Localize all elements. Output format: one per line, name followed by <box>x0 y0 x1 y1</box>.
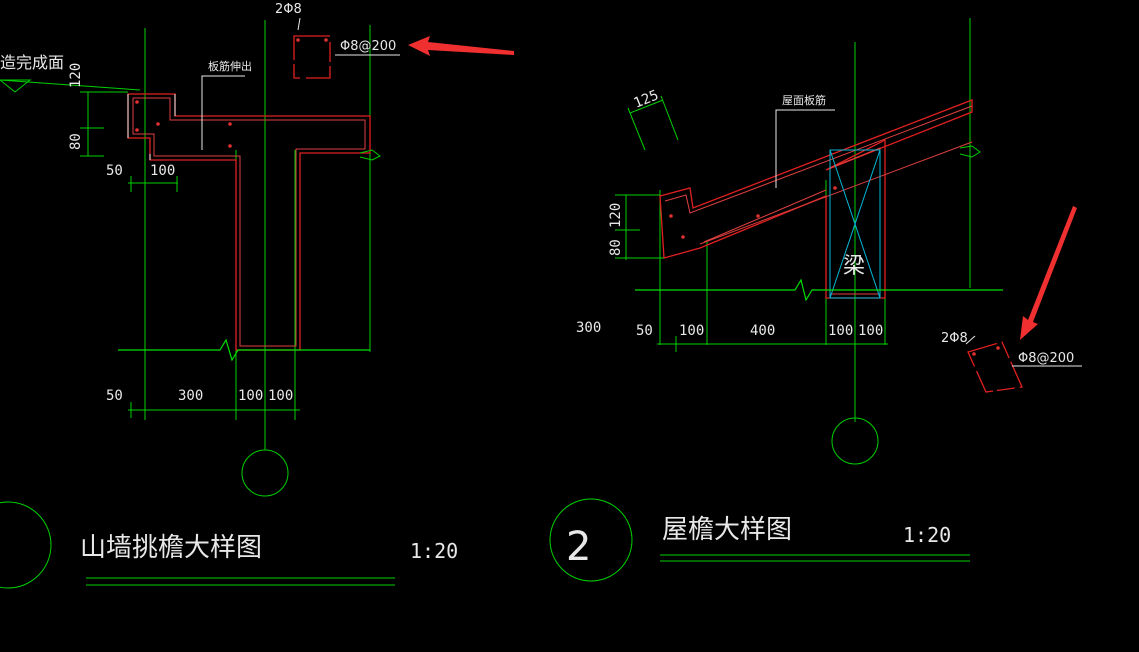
right-detail-title: 屋檐大样图 <box>662 515 792 545</box>
right-dim-400: 400 <box>750 323 775 339</box>
right-detail-scale: 1:20 <box>903 523 951 547</box>
left-detail-number-bubble <box>0 501 52 589</box>
top-bar-leader <box>297 17 301 31</box>
slope-dim-125: 125 <box>632 87 661 111</box>
slope-dim-line <box>629 99 664 114</box>
beam-cross-line <box>829 149 881 299</box>
left-dim-100-mid: 100 <box>150 163 175 179</box>
left-top-bars-label: 2Φ8 <box>275 2 302 17</box>
left-slab-outline <box>127 93 371 351</box>
rebar-dot <box>135 100 139 104</box>
right-slab-break-mark <box>959 145 981 158</box>
left-dim-50-bottom: 50 <box>106 388 123 404</box>
right-axis-bubble <box>831 417 879 465</box>
right-dim-100-a: 100 <box>679 323 704 339</box>
right-dim-100-c: 100 <box>858 323 883 339</box>
rebar-dot <box>996 346 1000 350</box>
left-axis-bubble <box>241 449 289 497</box>
rebar-dot <box>756 214 760 218</box>
right-annotation-arrow-icon <box>1020 206 1077 340</box>
right-stirrup-inset <box>967 341 1023 393</box>
right-rebar-label: 屋面板筋 <box>782 93 826 107</box>
right-stirrup-label: Φ8@200 <box>1018 351 1074 366</box>
rebar-dot <box>228 122 232 126</box>
left-slab-break-mark <box>359 149 381 161</box>
rebar-dot <box>156 122 160 126</box>
right-top-bars-label: 2Φ8 <box>941 331 968 346</box>
rebar-dot <box>135 128 139 132</box>
rebar-dot <box>228 144 232 148</box>
right-dim-80: 80 <box>608 239 624 256</box>
left-dim-100-a: 100 <box>238 388 263 404</box>
slope-dim-ext <box>660 95 679 141</box>
right-slab-outline <box>659 99 973 299</box>
right-slab-bottom <box>699 141 973 245</box>
slope-dim-ext <box>627 107 646 151</box>
left-dim-50-mid: 50 <box>106 163 123 179</box>
rebar-dot <box>669 214 673 218</box>
right-top-bar-leader <box>965 335 976 345</box>
left-ground-break-line <box>118 338 370 362</box>
left-dim-80: 80 <box>68 133 84 150</box>
right-ground-break-line <box>635 278 1003 302</box>
left-eave-detail: 造完成面 板筋伸出 120 80 50 100 <box>0 2 514 589</box>
finish-level-marker <box>0 79 32 93</box>
right-dim-120: 120 <box>608 203 624 228</box>
right-dim-300: 300 <box>576 320 601 336</box>
left-annotation-arrow-icon <box>408 36 514 56</box>
beam-section-box <box>829 149 881 299</box>
right-dim-100-b: 100 <box>828 323 853 339</box>
rebar-dot <box>296 38 300 42</box>
rebar-dot <box>833 186 837 190</box>
right-rebar-leader <box>775 109 835 188</box>
left-dim-300: 300 <box>178 388 203 404</box>
rebar-dot <box>324 38 328 42</box>
left-rebar-label: 板筋伸出 <box>208 59 252 73</box>
rebar-leader-line <box>201 75 245 150</box>
right-eave-detail: 梁 屋面板筋 125 120 80 300 50 100 400 100 100 <box>549 18 1082 582</box>
rebar-dot <box>681 235 685 239</box>
right-detail-number-bubble <box>549 498 633 582</box>
left-stirrup-label: Φ8@200 <box>340 39 396 54</box>
rebar-dot <box>972 352 976 356</box>
finish-level-label: 造完成面 <box>0 53 64 72</box>
left-dim-120: 120 <box>68 63 84 88</box>
beam-label: 梁 <box>843 254 865 279</box>
left-stirrup-inset <box>293 35 331 79</box>
left-rebar-cage <box>132 97 366 347</box>
left-parapet-edge <box>127 94 151 160</box>
right-dim-50: 50 <box>636 323 653 339</box>
left-detail-scale: 1:20 <box>410 539 458 563</box>
left-dim-100-b: 100 <box>268 388 293 404</box>
right-detail-number: 2 <box>566 524 591 570</box>
left-detail-title: 山墙挑檐大样图 <box>80 533 262 563</box>
finish-level-line <box>0 79 141 91</box>
